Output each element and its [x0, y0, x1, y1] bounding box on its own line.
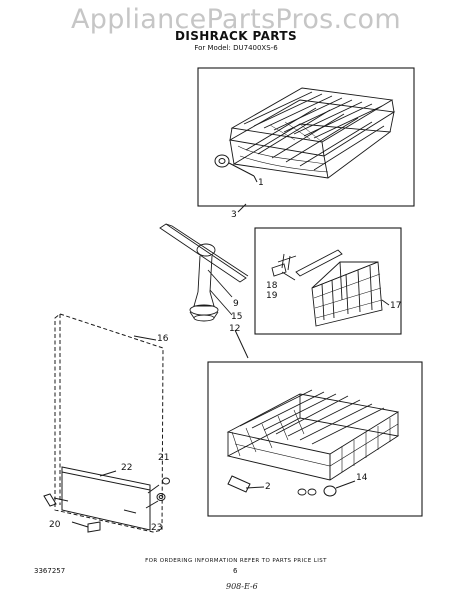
- document-part-code: 3367257: [34, 567, 66, 575]
- callout-2: 2: [265, 482, 271, 492]
- watermark-text: AppliancePartsPros.com: [71, 4, 401, 35]
- part-1-wheel: [214, 154, 258, 183]
- basket-parts: [271, 249, 390, 327]
- callout-1: 1: [258, 178, 264, 188]
- spray-arm-assembly: [159, 223, 249, 322]
- callout-12: 12: [229, 324, 241, 334]
- callout-19: 19: [266, 291, 278, 301]
- handwritten-code: 908-E-6: [226, 582, 258, 591]
- part-14-roller: [323, 480, 356, 497]
- callout-17: 17: [390, 301, 402, 311]
- callout-18: 18: [266, 281, 278, 291]
- door-panel: [54, 313, 164, 533]
- callout-23: 23: [151, 523, 163, 533]
- callout-15: 15: [231, 312, 243, 322]
- ordering-note: FOR ORDERING INFORMATION REFER TO PARTS …: [145, 558, 327, 564]
- callout-16: 16: [157, 334, 169, 344]
- page-title: DISHRACK PARTS: [174, 29, 298, 43]
- lower-rack-group-box: [207, 361, 423, 517]
- part-21-23-hardware: [145, 477, 170, 509]
- callout-3: 3: [231, 210, 237, 220]
- model-line: For Model: DU7400XS-6: [194, 44, 278, 52]
- upper-rack-drawing: [228, 87, 396, 179]
- basket-group-box: [254, 227, 402, 335]
- callout-22: 22: [121, 463, 133, 473]
- part-2-wheel: [227, 475, 265, 493]
- lower-rack-drawing: [226, 389, 400, 496]
- callout-20: 20: [49, 520, 61, 530]
- part-20-screws: [43, 493, 137, 533]
- kick-plate: [61, 466, 151, 531]
- callout-14: 14: [356, 473, 368, 483]
- callout-21: 21: [158, 453, 170, 463]
- upper-rack-group-box: [197, 67, 415, 207]
- callout-9: 9: [233, 299, 239, 309]
- page-number: 6: [233, 567, 238, 575]
